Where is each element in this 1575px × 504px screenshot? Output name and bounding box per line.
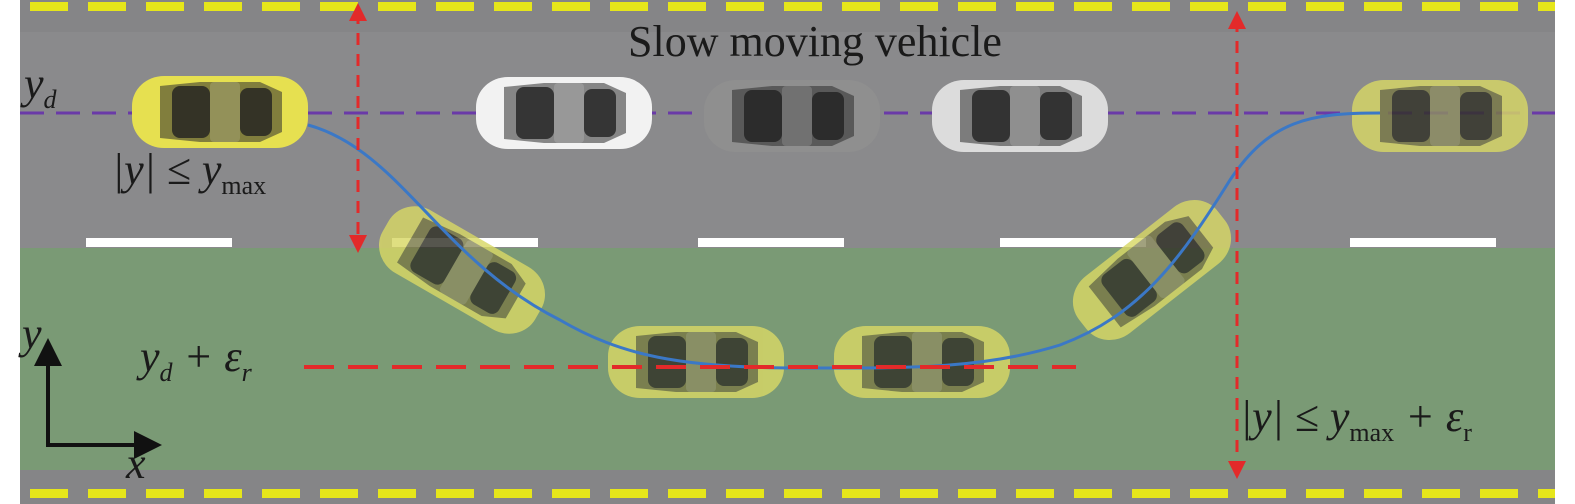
yellow-dash	[1480, 489, 1518, 498]
yellow-dash	[1132, 489, 1170, 498]
yellow-dash	[378, 2, 416, 11]
yellow-dash	[1422, 2, 1460, 11]
yellow-dash	[1480, 2, 1518, 11]
yellow-dash	[958, 2, 996, 11]
ego-car-start	[132, 76, 308, 148]
yellow-dash	[1074, 489, 1112, 498]
slow-car-light	[932, 80, 1108, 152]
desired-lane-label: yd	[24, 59, 57, 114]
yellow-dash	[436, 2, 474, 11]
yellow-dash	[320, 2, 358, 11]
yellow-dash	[668, 2, 706, 11]
yellow-dash	[146, 489, 184, 498]
yellow-dash	[726, 2, 764, 11]
yellow-dash	[494, 489, 532, 498]
yellow-dash	[30, 489, 68, 498]
bottom-yellow-dashes	[30, 489, 1555, 498]
lower-shoulder	[20, 470, 1555, 504]
yellow-dash	[784, 2, 822, 11]
yellow-dash	[494, 2, 532, 11]
constraint-relaxed-label: |y| ≤ ymax + εr	[1240, 392, 1472, 447]
axis-x-label: x	[126, 439, 146, 488]
yellow-dash	[1016, 489, 1054, 498]
yellow-dash	[1190, 489, 1228, 498]
diagram-title: Slow moving vehicle	[628, 17, 1002, 66]
yellow-dash	[958, 489, 996, 498]
yellow-dash	[262, 489, 300, 498]
yellow-dash	[842, 489, 880, 498]
yellow-dash	[842, 2, 880, 11]
yellow-dash	[1364, 489, 1402, 498]
yellow-dash	[146, 2, 184, 11]
yellow-dash	[1422, 489, 1460, 498]
green-lane	[20, 248, 1555, 470]
yellow-dash	[204, 2, 242, 11]
shifted-lane-label: yd + εr	[140, 332, 252, 387]
yellow-dash	[726, 489, 764, 498]
yellow-dash	[900, 2, 938, 11]
yellow-dash	[1306, 489, 1344, 498]
yellow-dash	[552, 2, 590, 11]
yellow-dash	[900, 489, 938, 498]
axis-y-label: y	[22, 309, 42, 358]
slow-car-white	[476, 77, 652, 149]
yellow-dash	[610, 489, 648, 498]
yellow-dash	[1538, 2, 1555, 11]
slow-car-grey	[704, 80, 880, 152]
yellow-dash	[30, 2, 68, 11]
yellow-dash	[668, 489, 706, 498]
yellow-dash	[378, 489, 416, 498]
yellow-dash	[552, 489, 590, 498]
yellow-dash	[88, 2, 126, 11]
yellow-dash	[320, 489, 358, 498]
yellow-dash	[1190, 2, 1228, 11]
yellow-dash	[784, 489, 822, 498]
constraint-normal-label: |y| ≤ ymax	[112, 145, 267, 200]
yellow-dash	[1074, 2, 1112, 11]
yellow-dash	[262, 2, 300, 11]
yellow-dash	[436, 489, 474, 498]
yellow-dash	[204, 489, 242, 498]
top-yellow-dashes	[30, 2, 1555, 11]
ego-car-end	[1352, 80, 1528, 152]
yellow-dash	[1306, 2, 1344, 11]
yellow-dash	[88, 489, 126, 498]
yellow-dash	[1248, 2, 1286, 11]
yellow-dash	[610, 2, 648, 11]
yellow-dash	[1132, 2, 1170, 11]
yellow-dash	[1016, 2, 1054, 11]
yellow-dash	[1538, 489, 1555, 498]
yellow-dash	[1364, 2, 1402, 11]
yellow-dash	[1248, 489, 1286, 498]
